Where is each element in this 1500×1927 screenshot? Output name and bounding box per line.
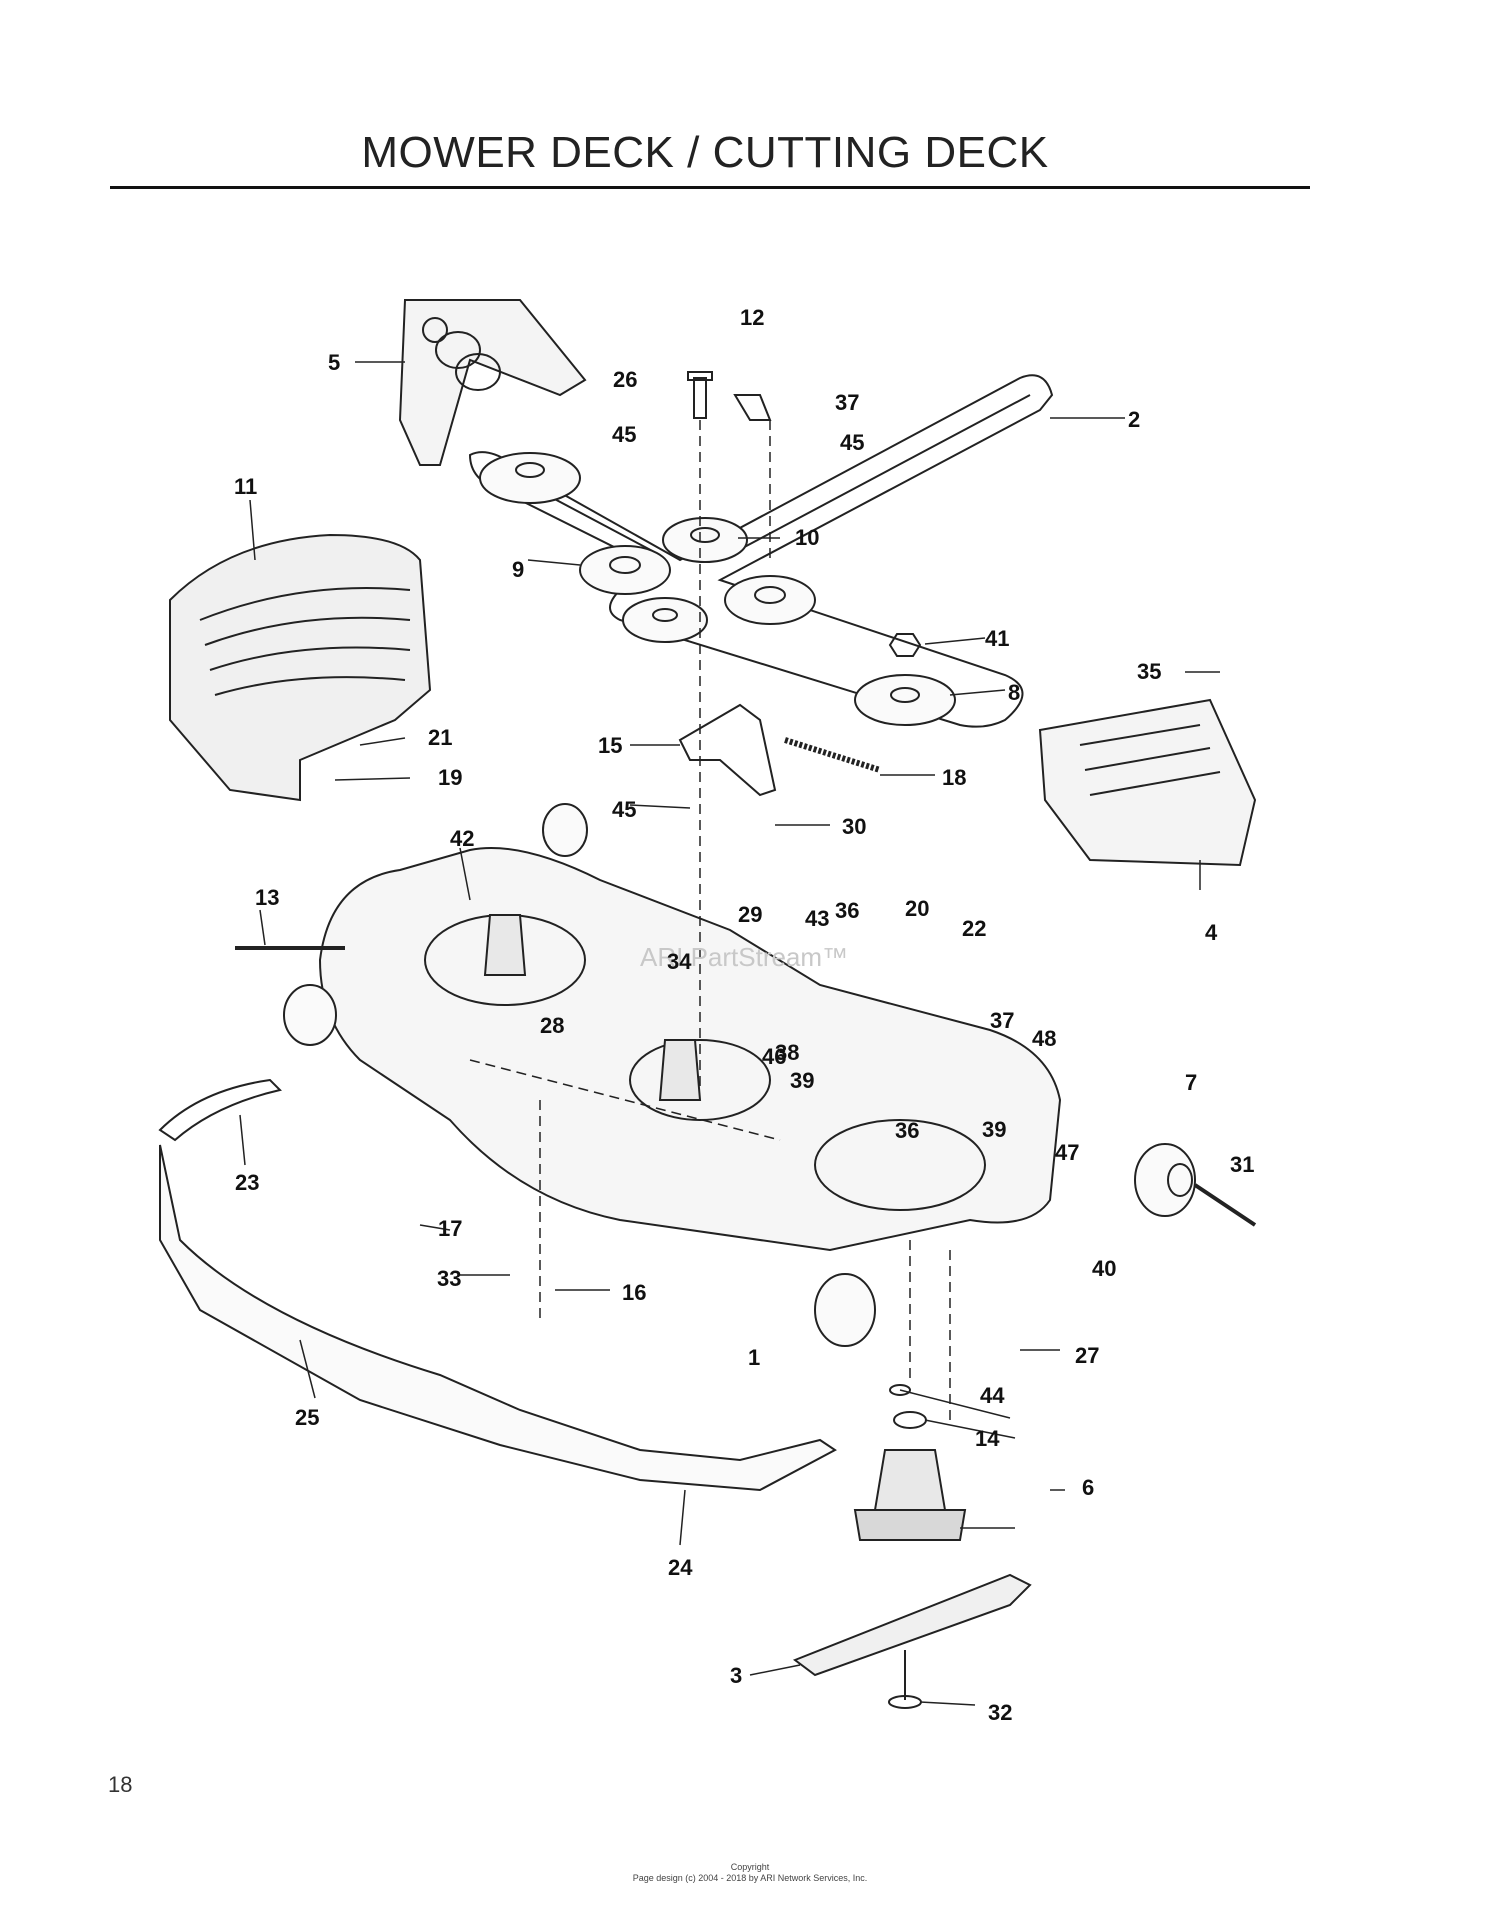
callout-label: 29	[738, 902, 762, 927]
callout-label: 36	[835, 898, 859, 923]
callout-label: 4	[1205, 920, 1218, 945]
callout-label: 38	[775, 1040, 799, 1065]
drive-belt[interactable]	[468, 374, 1054, 728]
pulley-10[interactable]	[662, 517, 748, 563]
blade-3[interactable]	[792, 1573, 1032, 1677]
callout-label: 19	[438, 765, 462, 790]
callout-label: 37	[835, 390, 859, 415]
callout-label: 10	[795, 525, 819, 550]
callout-label: 7	[1185, 1070, 1197, 1095]
callout-label: 45	[612, 797, 636, 822]
callout-label: 48	[1032, 1026, 1056, 1051]
callout-label: 3	[730, 1663, 742, 1688]
pulley-right-spindle[interactable]	[724, 575, 816, 625]
callout-label: 42	[450, 826, 474, 851]
callout-label: 25	[295, 1405, 319, 1430]
spring-18[interactable]	[784, 737, 881, 773]
callout-label: 40	[1092, 1256, 1116, 1281]
baffle-23[interactable]	[158, 1078, 282, 1142]
callout-label: 31	[1230, 1152, 1254, 1177]
callout-label: 36	[895, 1118, 919, 1143]
callout-label: 34	[667, 949, 692, 974]
callout-label: 37	[990, 1008, 1014, 1033]
callout-label: 11	[234, 474, 257, 499]
belt-cover-left[interactable]	[398, 299, 587, 466]
belt-cover-right[interactable]	[1038, 698, 1257, 867]
callout-label: 23	[235, 1170, 259, 1195]
callout-label: 27	[1075, 1343, 1099, 1368]
callout-label: 18	[942, 765, 966, 790]
spindle-left[interactable]	[483, 914, 527, 976]
callout-label: 24	[668, 1555, 693, 1580]
callout-label: 43	[805, 906, 829, 931]
deck-wheel-7[interactable]	[1134, 1143, 1196, 1217]
callout-label: 14	[975, 1426, 1000, 1451]
spindle-center[interactable]	[658, 1039, 702, 1101]
deck-wheel-rear-left[interactable]	[283, 984, 337, 1046]
callout-label: 22	[962, 916, 986, 941]
callout-label: 39	[790, 1068, 814, 1093]
blade-bolt-32[interactable]	[888, 1650, 922, 1709]
callout-label: 5	[328, 350, 340, 375]
hardware-bolt-26[interactable]	[687, 371, 713, 419]
idler-arm-12[interactable]	[733, 394, 772, 421]
callout-label: 16	[622, 1280, 646, 1305]
callout-label: 1	[748, 1345, 760, 1370]
baffle-25-24[interactable]	[159, 1144, 837, 1492]
callout-label: 46	[762, 1044, 786, 1069]
callout-label: 6	[1082, 1475, 1094, 1500]
copyright-footer: Copyright Page design (c) 2004 - 2018 by…	[0, 1862, 1500, 1884]
page-title: MOWER DECK / CUTTING DECK	[361, 128, 1049, 177]
callout-label: 20	[905, 896, 929, 921]
callout-label: 17	[438, 1216, 462, 1241]
wheel-bolt-31[interactable]	[1193, 1183, 1257, 1227]
callout-label: 45	[840, 430, 864, 455]
idler-bracket-15[interactable]	[678, 703, 777, 797]
callout-label: 45	[612, 422, 636, 447]
callout-label: 35	[1137, 659, 1161, 684]
watermark-text: ARI PartStream™	[640, 942, 848, 972]
page-number: 18	[108, 1772, 133, 1797]
pulley-8[interactable]	[854, 674, 956, 726]
callout-label: 32	[988, 1700, 1012, 1725]
callout-label: 15	[598, 733, 622, 758]
callout-label: 9	[512, 557, 524, 582]
copyright-label: Copyright	[730, 1862, 770, 1872]
callout-label: 13	[255, 885, 279, 910]
callout-label: 39	[982, 1117, 1006, 1142]
copyright-notice: Page design (c) 2004 - 2018 by ARI Netwo…	[632, 1873, 868, 1883]
callout-label: 30	[842, 814, 866, 839]
pulley-center-lower[interactable]	[622, 597, 708, 643]
callout-label: 33	[437, 1266, 461, 1291]
deck-wheel-front-left[interactable]	[542, 803, 588, 857]
spindle-assembly-6[interactable]	[853, 1384, 967, 1541]
pulley-9[interactable]	[579, 545, 671, 595]
callout-label: 44	[980, 1383, 1005, 1408]
rear-discharge-shield[interactable]	[169, 533, 432, 802]
deck-wheel-front-right[interactable]	[814, 1273, 876, 1347]
nut-40[interactable]	[888, 633, 922, 657]
callout-label: 12	[740, 305, 764, 330]
callout-label: 8	[1008, 680, 1020, 705]
pulley-idler-top[interactable]	[479, 452, 581, 504]
callout-label: 26	[613, 367, 637, 392]
callout-label: 47	[1055, 1140, 1079, 1165]
callout-label: 21	[428, 725, 452, 750]
callout-label: 28	[540, 1013, 564, 1038]
callout-label: 41	[985, 626, 1009, 651]
callout-label: 2	[1128, 407, 1140, 432]
title-divider	[110, 186, 1310, 189]
